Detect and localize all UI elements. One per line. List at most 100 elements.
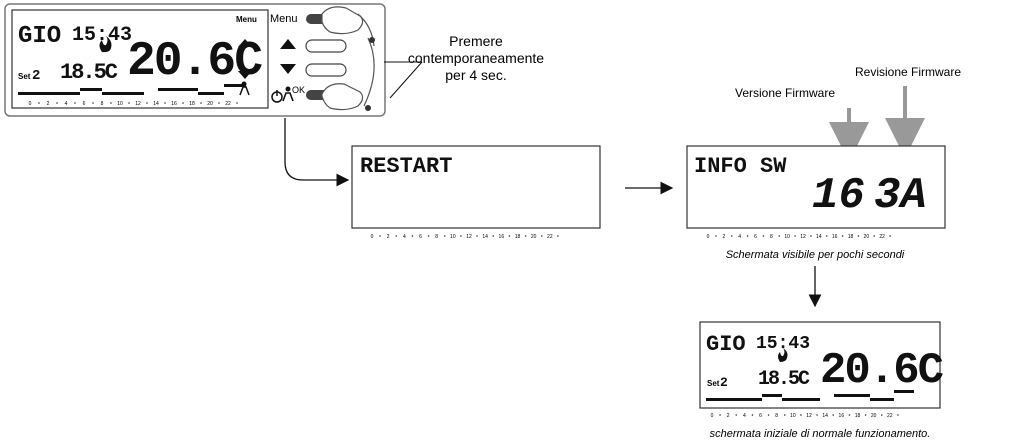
timeline-dot [778, 235, 781, 237]
menu-indicator: Menu [236, 15, 257, 24]
timeline-dot [751, 414, 754, 416]
timeline-tick-label: 16 [839, 413, 845, 419]
timeline-dot [164, 102, 166, 104]
arrow-to-restart [284, 118, 350, 187]
finger-icon-top [321, 6, 375, 47]
timeline-tick-label: 14 [816, 234, 822, 240]
timeline-tick-label: 18 [855, 413, 861, 419]
timeline-dot [794, 235, 796, 237]
timeline-tick-label: 2 [387, 234, 390, 240]
timeline-dot [38, 102, 40, 104]
timeline-tick-label: 0 [371, 234, 374, 240]
timeline-dot [524, 235, 527, 237]
timeline-dot [411, 235, 414, 237]
timeline-tick-label: 6 [419, 234, 422, 240]
timeline-dot [508, 235, 511, 237]
final-display [699, 321, 941, 409]
timeline-tick-label: 22 [879, 234, 885, 240]
info-caption: Schermata visibile per pochi secondi [726, 249, 905, 261]
timeline-tick-label: 14 [822, 413, 828, 419]
timeline-dot [857, 235, 860, 237]
timeline-tick-label: 8 [435, 234, 438, 240]
timeline-dot [379, 235, 381, 237]
timeline-tick-label: 6 [83, 101, 86, 107]
up-button[interactable] [305, 39, 347, 53]
day-label: GIO [18, 23, 61, 50]
timeline-tick-label: 4 [403, 234, 406, 240]
info-text: INFO SW [694, 154, 787, 179]
final-program-bars [706, 390, 914, 401]
finger-icon-bottom [321, 37, 375, 111]
timeline-tick-label: 10 [450, 234, 456, 240]
up-indicator-icon [238, 39, 252, 47]
timeline-dot [816, 414, 818, 416]
menu-button-label: Menu [270, 13, 298, 25]
instruction-line-1: Premere [449, 33, 503, 49]
timeline-tick-label: 0 [29, 101, 32, 107]
timeline-dot [460, 235, 462, 237]
timeline-dot [841, 235, 844, 237]
timeline-tick-label: 12 [135, 101, 141, 107]
timeline-tick-label: 18 [189, 101, 195, 107]
timeline-tick-label: 10 [784, 234, 790, 240]
timeline-dot [540, 235, 543, 237]
info-display [686, 145, 946, 229]
timeline-dot [800, 414, 802, 416]
timeline-dot [762, 235, 765, 237]
timeline-tick-label: 0 [707, 234, 710, 240]
timeline-tick-label: 6 [759, 413, 762, 419]
timeline-tick-label: 22 [225, 101, 231, 107]
timeline-tick-label: 20 [531, 234, 537, 240]
timeline-tick-label: 0 [711, 413, 714, 419]
timeline-dot [873, 235, 876, 237]
timeline-dot [56, 102, 58, 104]
timeline-dot [182, 102, 184, 104]
timeline-tick-label: 22 [887, 413, 893, 419]
timeline-dot [557, 235, 559, 237]
timeline-tick-label: 12 [466, 234, 472, 240]
timeline-dot [200, 102, 202, 104]
timeline-dot [146, 102, 148, 104]
timeline-tick-label: 2 [727, 413, 730, 419]
final-set-value: 2 [720, 375, 728, 390]
timeline-tick-label: 10 [117, 101, 123, 107]
timeline-dot [110, 102, 112, 104]
timeline-dot [767, 414, 770, 416]
timeline-dot [476, 235, 478, 237]
revision-label: Revisione Firmware [855, 65, 961, 79]
final-small-temperature: 18.5C [758, 368, 810, 391]
program-bars [18, 84, 246, 95]
timeline-dot [810, 235, 812, 237]
down-button[interactable] [305, 63, 347, 77]
set-value: 2 [32, 68, 40, 84]
timeline-dot [832, 414, 835, 416]
timeline-tick-label: 6 [754, 234, 757, 240]
ok-button-label: OK [292, 85, 305, 95]
power-icon [271, 90, 283, 103]
timeline-tick-label: 2 [722, 234, 725, 240]
restart-display [351, 145, 601, 229]
timeline-dot [848, 414, 851, 416]
timeline-tick-label: 4 [738, 234, 741, 240]
final-big-temperature: 20.6C [820, 346, 944, 396]
timeline-tick-label: 2 [47, 101, 50, 107]
timeline-tick-label: 12 [800, 234, 806, 240]
time-label: 15:43 [72, 24, 132, 47]
timeline-tick-label: 22 [547, 234, 553, 240]
timeline-tick-label: 20 [207, 101, 213, 107]
timeline-dot [746, 235, 749, 237]
timeline-dot [730, 235, 733, 237]
timeline-dot [735, 414, 738, 416]
instruction-line-3: per 4 sec. [445, 67, 506, 83]
timeline-dot [715, 235, 717, 237]
button-panel: Menu OK [270, 6, 375, 111]
timeline-tick-label: 8 [770, 234, 773, 240]
timeline-dot [719, 414, 721, 416]
timeline-tick-label: 14 [482, 234, 488, 240]
version-label: Versione Firmware [735, 86, 835, 100]
final-time-label: 15:43 [756, 334, 810, 354]
timeline-dot [880, 414, 883, 416]
